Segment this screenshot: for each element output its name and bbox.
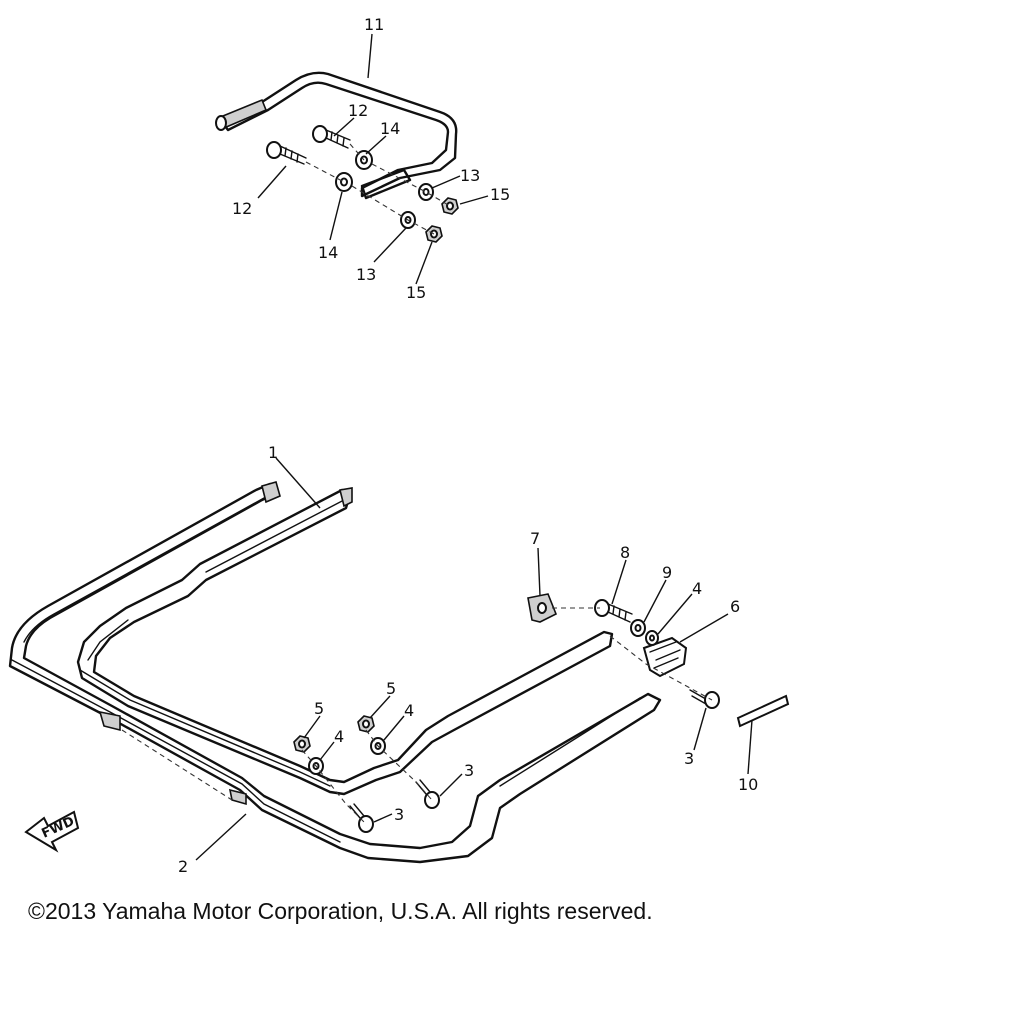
callout-3: 3: [684, 749, 694, 768]
callout-9: 9: [662, 563, 672, 582]
callout-7: 7: [530, 529, 540, 548]
callout-4: 4: [334, 727, 344, 746]
nut-5-left: [293, 735, 311, 753]
callout-13: 13: [460, 166, 480, 185]
screw-3-mid: [415, 779, 440, 809]
callout-8: 8: [620, 543, 630, 562]
inner-bumper-rail: [76, 488, 614, 796]
nut-5-mid: [357, 715, 375, 733]
callout-14: 14: [380, 119, 400, 138]
nut-15-upper: [441, 197, 459, 215]
callout-10: 10: [738, 775, 758, 794]
clip-7: [527, 593, 558, 623]
grab-bar-assembly: 11 12 14 12 14 13 15 13 15: [215, 15, 510, 302]
callout-15: 15: [406, 283, 426, 302]
callout-6: 6: [730, 597, 740, 616]
callout-14: 14: [318, 243, 338, 262]
callout-12: 12: [232, 199, 252, 218]
callout-11: 11: [364, 15, 384, 34]
bolt-8: [594, 599, 633, 623]
callout-5: 5: [386, 679, 396, 698]
callout-5: 5: [314, 699, 324, 718]
callout-1: 1: [268, 443, 278, 462]
washer-9: [630, 619, 646, 637]
fwd-arrow-icon: FWD: [24, 810, 80, 853]
callout-15: 15: [490, 185, 510, 204]
callout-13: 13: [356, 265, 376, 284]
callout-4: 4: [404, 701, 414, 720]
lockwasher-13-upper: [418, 183, 434, 201]
lockwasher-4-right: [645, 630, 659, 646]
bracket-6: [642, 636, 688, 678]
bumper-assembly: 1 7 8 9 4 6 3 10 5 4 5 4 3 3 2: [8, 443, 790, 876]
callout-3: 3: [394, 805, 404, 824]
callout-3: 3: [464, 761, 474, 780]
bolt-12-lower: [266, 141, 307, 165]
callout-4: 4: [692, 579, 702, 598]
nut-15-lower: [425, 225, 443, 243]
copyright-notice: ©2013 Yamaha Motor Corporation, U.S.A. A…: [28, 898, 653, 924]
callout-2: 2: [178, 857, 188, 876]
washer-14-lower: [335, 172, 353, 192]
strip-10: [736, 694, 790, 728]
bolt-12-upper: [312, 125, 351, 149]
outer-bumper-rail: [8, 482, 662, 864]
callout-12: 12: [348, 101, 368, 120]
screw-3-left: [349, 803, 374, 833]
screw-3-right: [689, 689, 720, 709]
